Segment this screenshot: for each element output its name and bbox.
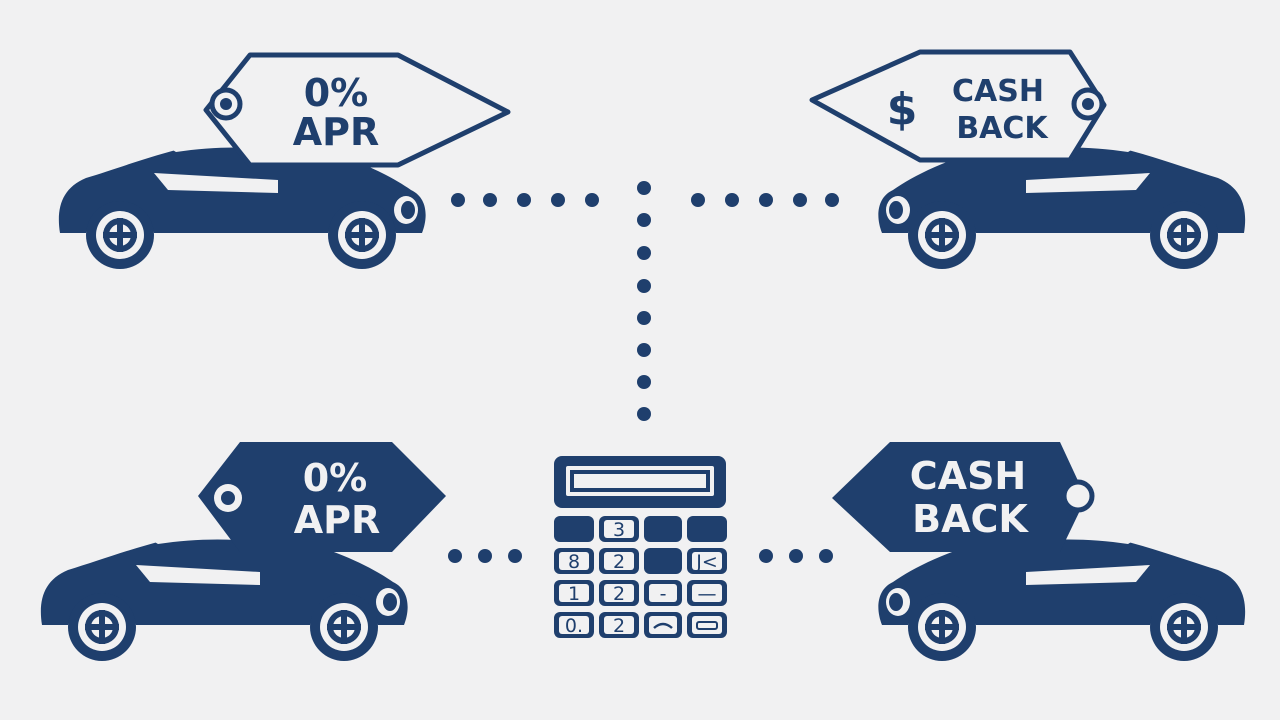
calc-key: 2 [613, 615, 625, 637]
calc-key: 0. [565, 615, 583, 637]
connector-top-left [451, 193, 599, 207]
tag-line2: APR [293, 110, 380, 154]
wide-key-glyph [696, 621, 718, 630]
calc-key: 2 [613, 551, 625, 573]
tag-line1: CASH [910, 454, 1026, 498]
connector-vertical [637, 181, 651, 421]
calc-key: 3 [613, 519, 625, 541]
price-tag-icon [198, 442, 446, 552]
offer-bottom-left-apr: 0% APR [40, 442, 446, 661]
tag-line1: 0% [303, 456, 368, 500]
calc-key: - [660, 583, 667, 605]
tag-line2: APR [294, 498, 381, 542]
calc-key: 2 [613, 583, 625, 605]
tag-line2: BACK [956, 111, 1049, 146]
connector-bottom-left [448, 549, 522, 563]
dollar-sign-icon: $ [887, 84, 918, 135]
connector-top-right [691, 193, 839, 207]
calc-key: — [698, 583, 717, 605]
tag-line1: CASH [952, 74, 1044, 109]
tag-line1: 0% [304, 71, 369, 115]
offer-bottom-right-cashback: CASH BACK [832, 442, 1246, 661]
calc-key: J< [695, 551, 718, 573]
calc-key: 1 [568, 583, 580, 605]
offer-top-left-apr: 0% APR [58, 52, 511, 269]
price-tag-icon [203, 52, 511, 168]
calc-key: 8 [568, 551, 580, 573]
price-tag-icon [832, 442, 1095, 552]
tag-line2: BACK [912, 497, 1029, 541]
dotted-connectors [448, 181, 839, 563]
offer-top-right-cashback: $ CASH BACK [809, 49, 1246, 269]
calculator-icon: 3 8 2 J< 1 2 - — 0. 2 [554, 456, 727, 638]
price-tag-icon [809, 49, 1107, 163]
phone-key-glyph [653, 622, 673, 629]
connector-bottom-right [759, 549, 833, 563]
